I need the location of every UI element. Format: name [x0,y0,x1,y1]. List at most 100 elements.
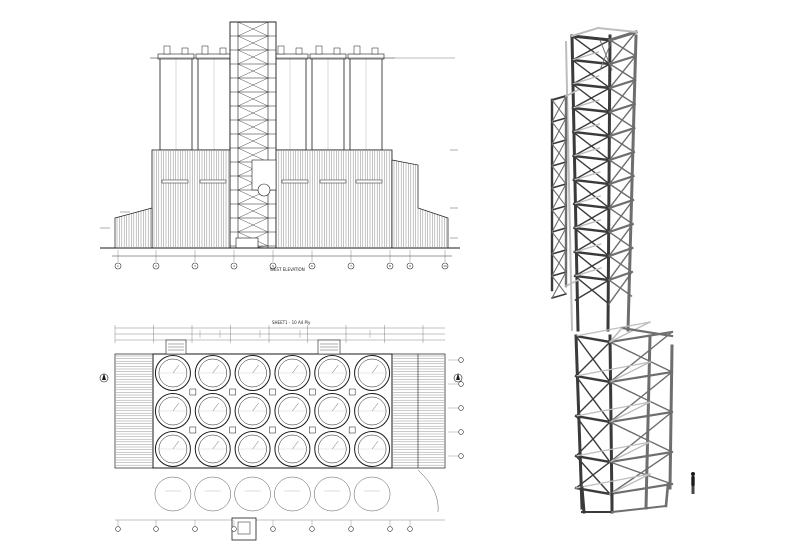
lower-bin [353,476,391,512]
steel-member [609,371,673,423]
steel-member [551,249,567,255]
silo-grid [154,355,391,467]
steel-member [572,178,611,186]
plan-title: SHEET1 - 10 A4 Ply [272,320,311,325]
cladding-ribs [153,151,392,247]
steel-member [551,161,567,167]
grid-label: 7 [350,264,352,268]
steel-member [551,95,567,123]
plan-view: SHEET1 - 10 A4 Ply [99,320,464,541]
steel-member [608,150,636,162]
north-arrow-right [453,373,463,383]
plan-right-panel [391,353,446,469]
interstice [229,426,236,434]
steel-member [574,454,612,464]
steel-member [572,135,611,157]
steel-member [607,174,635,186]
steel-member [608,175,635,209]
interstice [309,388,316,396]
plan-left-panel [114,353,154,469]
steel-member [608,102,637,114]
steel-member [575,341,611,377]
steel-member [551,227,567,233]
person-icon [691,472,695,494]
steel-member [573,219,602,229]
grid-bubble [458,357,464,363]
steel-member [609,361,651,383]
grid-bubble [153,526,159,532]
steel-member [551,161,567,189]
steel-member [608,54,637,66]
steel-member [608,78,637,90]
steel-member [573,207,611,229]
grid-label: 9 [409,264,411,268]
steel-member [607,270,634,282]
interstice [269,388,276,396]
louvre-slots [161,179,383,184]
grid-label: 6 [311,264,313,268]
steel-member [608,326,624,344]
grid-bubble [309,526,315,532]
steel-member [575,473,651,489]
grid-label: 4 [233,264,235,268]
steel-member [574,255,611,277]
grid-bubble [406,262,414,270]
lower-bin [154,476,192,512]
steel-member [608,223,634,257]
grid-label: 2 [155,264,157,268]
steel-member [644,334,652,510]
louvre-slot [355,179,383,184]
steel-member [570,58,612,66]
steel-member [608,199,635,233]
silo-vent [181,47,189,55]
steel-member [570,26,600,38]
steel-member [599,39,613,71]
plan-lower-bins [115,469,445,521]
steel-member [551,271,567,277]
silo-vent [277,45,285,55]
silo-vent [163,45,171,55]
silo-vent [219,47,227,55]
steel-member [580,486,586,514]
tower-frame [229,21,277,249]
silo-tops [150,45,455,151]
interstice [348,388,356,396]
interstice [189,426,197,434]
silo-vent [315,45,323,55]
steel-member [608,31,637,65]
steel-member [610,504,668,514]
steel-member [551,205,567,233]
steel-member [626,34,638,332]
grid-label: 1 [117,264,119,268]
steel-member [608,103,636,137]
silo-vent [353,45,361,55]
grid-bubble [308,262,316,270]
steel-member [609,331,673,383]
steel-member [574,414,612,424]
steel-member [574,334,584,510]
grid-bubble [441,262,449,270]
lower-bin [314,476,351,512]
grid-bubble [152,262,160,270]
steel-member [573,231,611,253]
steel-member [573,274,611,282]
steel-member [574,374,612,384]
steel-member [571,87,611,109]
steel-member [572,123,601,133]
steel-member [575,381,611,417]
louvre-slot [281,179,309,184]
grid-bubble [387,526,393,532]
steel-member [608,151,635,185]
steel-member [551,117,567,123]
grid-bubble [231,526,237,532]
steel-member [609,473,651,495]
steel-member [572,111,611,133]
steel-member [575,361,651,377]
steel-member [607,271,633,305]
tower-base [235,237,259,249]
north-arrow-left [99,373,109,383]
steel-member [596,26,638,34]
